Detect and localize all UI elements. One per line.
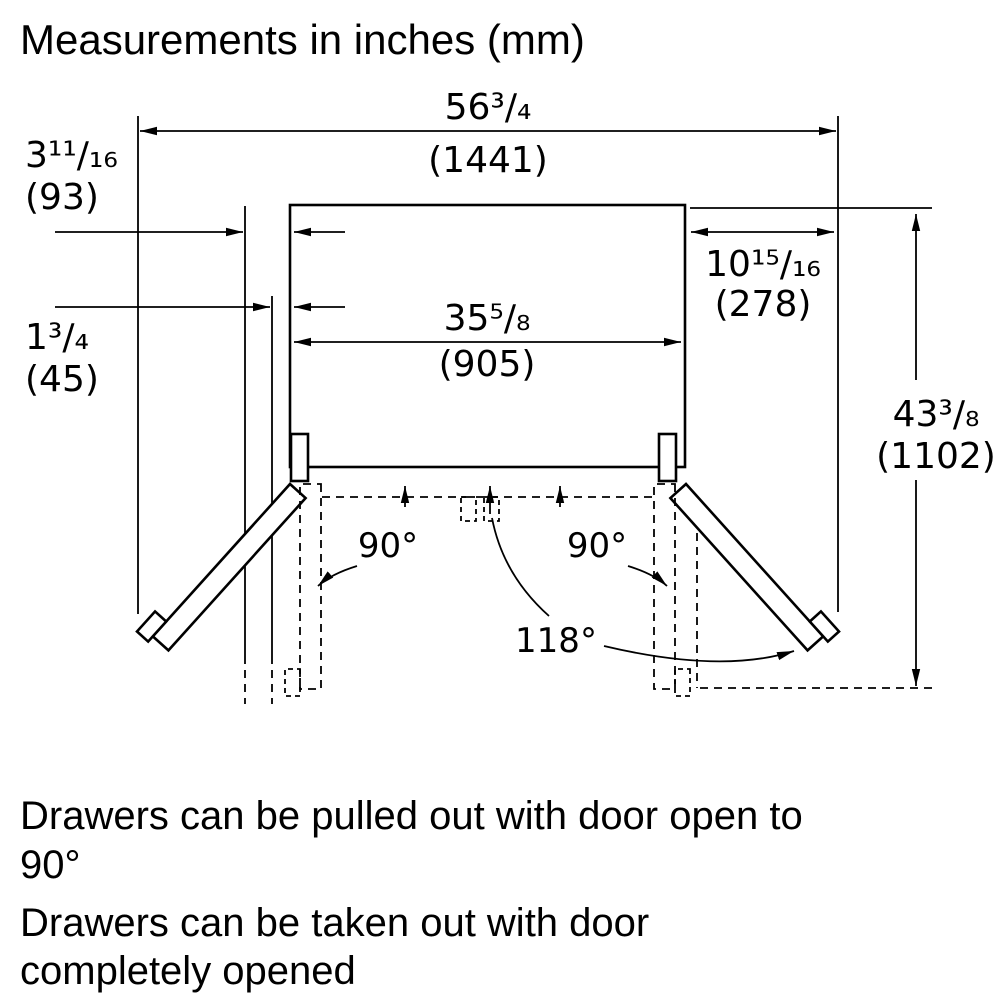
left-90-angle-arrow xyxy=(317,565,358,587)
left-door-open-118 xyxy=(135,482,308,653)
left-door-angle-label: 90° xyxy=(358,526,418,566)
left-door-open-90-dashed xyxy=(284,483,322,697)
right-door-panel xyxy=(668,482,826,653)
note-line: completely opened xyxy=(20,949,356,994)
left-door-90-handle xyxy=(284,668,301,697)
left-hinge-block xyxy=(289,432,310,483)
right-door-open-90-dashed xyxy=(653,483,691,697)
note-line: Drawers can be pulled out with door open… xyxy=(20,794,803,838)
cabinet-outline xyxy=(288,203,687,469)
right-hinge-block xyxy=(657,432,678,483)
center-flap-right-dashed xyxy=(483,496,500,522)
total-width-mm-label: (1441) xyxy=(428,140,548,181)
min-side-clearance-mm-label: (45) xyxy=(25,359,99,400)
cabinet-width-mm-label: (905) xyxy=(439,344,536,385)
right-door-angle-label: 90° xyxy=(567,526,627,566)
right-door-90-handle xyxy=(674,668,691,697)
door-depth-mm-label: (278) xyxy=(715,284,812,325)
total-depth-mm-label: (1102) xyxy=(876,436,996,477)
right-90-angle-arrow xyxy=(627,565,668,587)
left-door-panel xyxy=(150,482,308,653)
center-flap-left-dashed xyxy=(460,496,477,522)
full-open-angle-label: 118° xyxy=(515,621,597,661)
note-line: 90° xyxy=(20,842,81,887)
total-width-inches-label: 56³/₄ xyxy=(445,87,532,128)
left-door-handle xyxy=(135,609,169,644)
door-side-clearance-inches-label: 3¹¹/₁₆ xyxy=(25,135,118,176)
min-side-clearance-inches-label: 1³/₄ xyxy=(25,317,89,358)
door-depth-inches-label: 10¹⁵/₁₆ xyxy=(705,244,821,285)
cabinet-width-inches-label: 35⁵/₈ xyxy=(444,298,531,339)
note-line: Drawers can be taken out with door xyxy=(20,900,650,945)
note-drawers-pullout: Drawers can be pulled out with door open… xyxy=(20,792,803,890)
right-door-90-panel xyxy=(653,483,676,690)
door-side-clearance-mm-label: (93) xyxy=(25,177,99,218)
notes-block: Drawers can be pulled out with door open… xyxy=(20,792,803,1000)
page-title: Measurements in inches (mm) xyxy=(20,16,585,63)
left-door-90-panel xyxy=(299,483,322,690)
note-drawers-removal: Drawers can be taken out with door compl… xyxy=(20,899,803,997)
right-door-open-118 xyxy=(668,482,841,653)
full-open-angle-arrow xyxy=(603,645,795,663)
total-depth-inches-label: 43³/₈ xyxy=(893,394,980,435)
right-door-handle xyxy=(807,609,841,644)
full-open-angle-leader-curve xyxy=(491,517,550,617)
